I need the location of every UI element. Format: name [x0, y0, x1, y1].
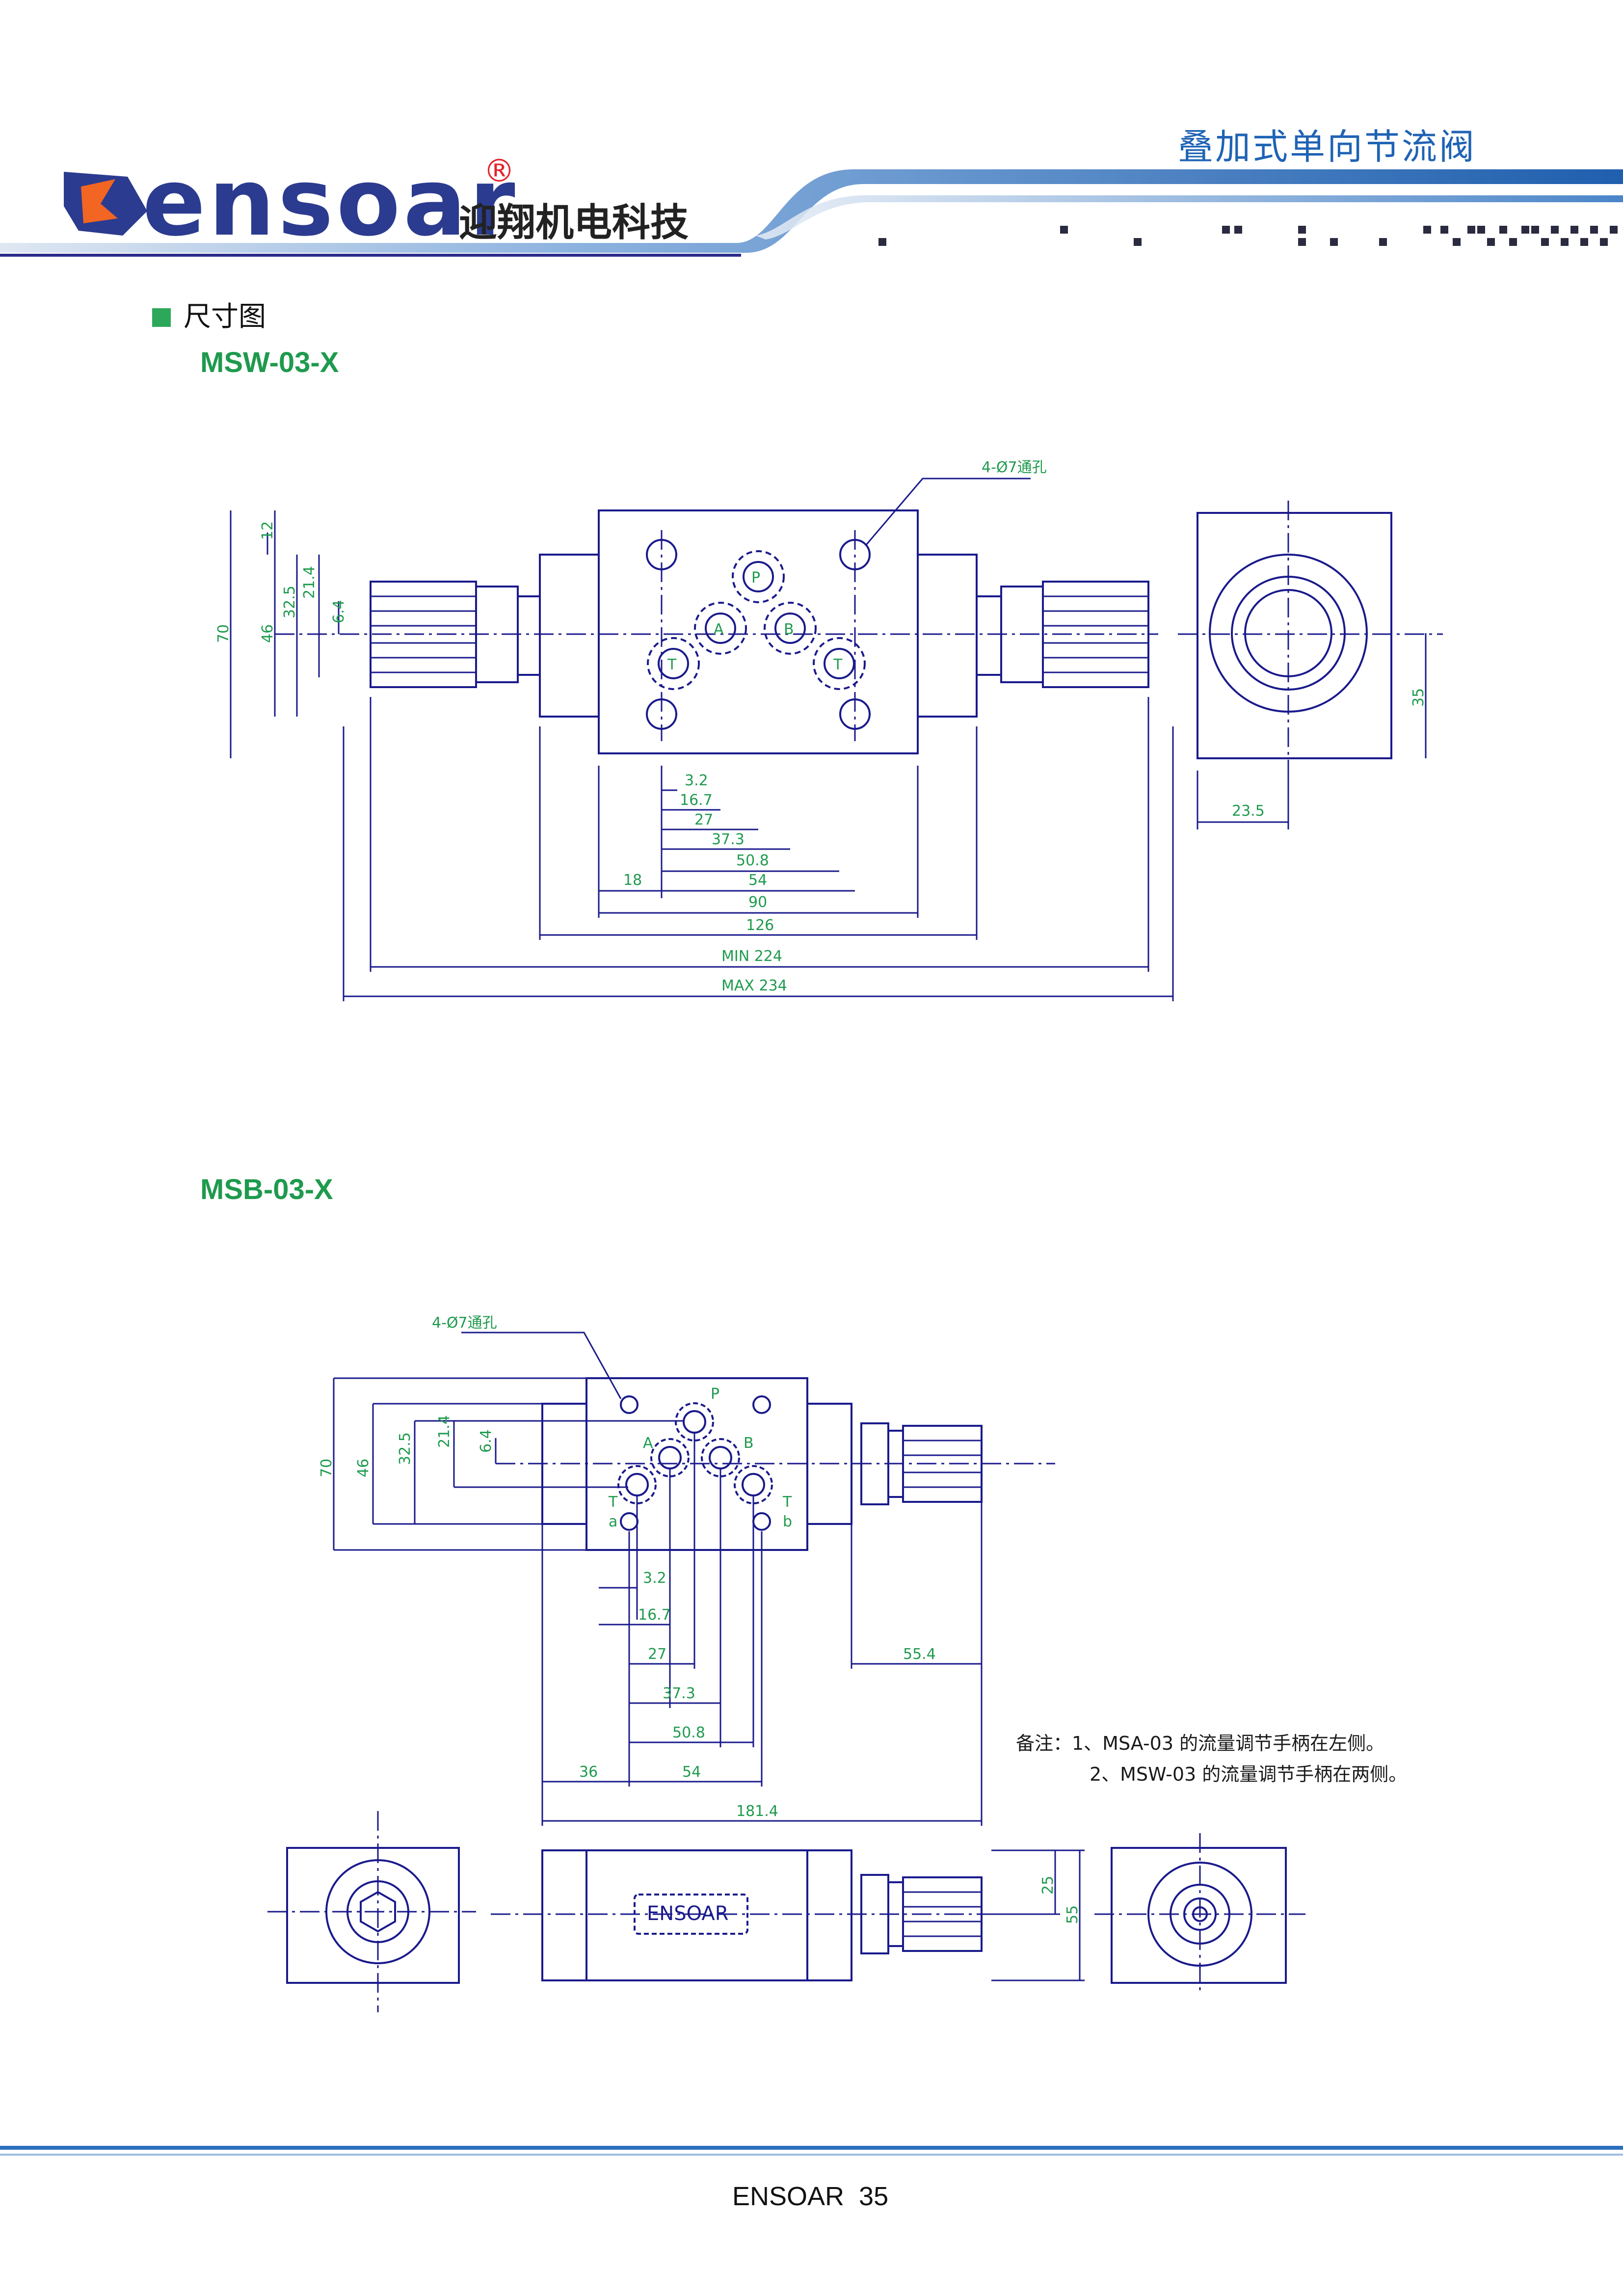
msw-dim-16-7: 16.7: [680, 792, 713, 809]
note-line-2: 2、MSW-03 的流量调节手柄在两侧。: [1090, 1763, 1407, 1785]
msb-dim-21-4: 21.4: [436, 1415, 453, 1448]
msb-dim-55: 55: [1064, 1905, 1081, 1924]
product-title: 叠加式单向节流阀: [1178, 128, 1477, 167]
msw-dim-35: 35: [1410, 688, 1427, 707]
msw-port-a: A: [714, 621, 724, 638]
msw-dim-18: 18: [623, 872, 642, 889]
msb-dim-37-3: 37.3: [663, 1685, 695, 1702]
msw-dim-3-2: 3.2: [685, 772, 708, 789]
msw-drawing: 4-Ø7通孔 P A B T T 3.2 16.7 27 37.3 50.8 5…: [215, 459, 1443, 1001]
msw-dim-70: 70: [215, 624, 232, 643]
footer-page-label: ENSOAR 35: [732, 2182, 889, 2211]
model-label-msb: MSB-03-X: [200, 1174, 333, 1205]
logo-icon: [64, 172, 147, 236]
msb-dim-181-4: 181.4: [736, 1803, 778, 1820]
msw-hole-note: 4-Ø7通孔: [982, 459, 1047, 476]
model-label-msw: MSW-03-X: [200, 347, 339, 378]
msb-port-b-lower: b: [783, 1513, 792, 1530]
msb-dim-32-5: 32.5: [397, 1432, 414, 1465]
msw-dim-27: 27: [694, 811, 713, 828]
msb-port-p: P: [711, 1386, 719, 1403]
msw-dim-54: 54: [748, 872, 767, 889]
msb-drawing: 4-Ø7通孔 P A B T a T b 3.2 16.7 27 37.3 50…: [267, 1314, 1407, 2012]
section-title-text: 尺寸图: [184, 301, 266, 332]
msw-dim-126: 126: [746, 917, 774, 934]
msb-dim-3-2: 3.2: [643, 1570, 666, 1587]
nameplate-text: ENSOAR: [647, 1902, 729, 1925]
msb-dim-46: 46: [355, 1459, 372, 1477]
msw-dim-37-3: 37.3: [712, 831, 745, 848]
msb-dim-70: 70: [318, 1459, 335, 1477]
msb-dim-36: 36: [579, 1763, 598, 1781]
msw-port-t-right: T: [833, 656, 843, 673]
msb-port-t-left: T: [608, 1494, 618, 1511]
msw-dim-90: 90: [748, 894, 767, 911]
msw-dim-23-5: 23.5: [1232, 802, 1265, 820]
msw-dim-min: MIN 224: [721, 948, 782, 965]
msw-port-p: P: [751, 569, 760, 587]
msw-dim-32-5: 32.5: [281, 586, 298, 618]
pixel-pattern: [878, 226, 1618, 246]
msb-dim-50-8: 50.8: [672, 1724, 705, 1741]
msw-dim-max: MAX 234: [721, 977, 787, 994]
msb-dim-6-4: 6.4: [478, 1429, 495, 1453]
msw-dim-21-4: 21.4: [301, 566, 318, 599]
msb-hole-note: 4-Ø7通孔: [432, 1314, 497, 1332]
msw-port-b: B: [784, 621, 794, 638]
msb-dim-16-7: 16.7: [638, 1606, 671, 1624]
msw-dim-12: 12: [259, 521, 276, 540]
registered-mark: ®: [483, 153, 515, 189]
msb-dim-54: 54: [682, 1763, 701, 1781]
msb-port-a: A: [643, 1435, 653, 1452]
msb-port-a-lower: a: [609, 1513, 617, 1530]
msw-port-t-left: T: [667, 656, 677, 673]
msw-dim-46: 46: [259, 624, 276, 643]
msb-dim-25: 25: [1039, 1876, 1057, 1895]
logo-wordmark: ensoar: [142, 148, 518, 257]
msw-dim-50-8: 50.8: [736, 852, 769, 869]
msb-dim-55-4: 55.4: [903, 1646, 936, 1663]
section-title: 尺寸图: [152, 294, 266, 334]
msw-dim-6-4: 6.4: [330, 600, 347, 623]
msb-port-t-right: T: [782, 1494, 792, 1511]
note-line-1: 备注：1、MSA-03 的流量调节手柄在左侧。: [1016, 1733, 1384, 1754]
header-banner: ensoar ® 迎翔机电科技: [0, 148, 1623, 257]
company-name: 迎翔机电科技: [459, 201, 689, 245]
msb-dim-27: 27: [648, 1646, 666, 1663]
footer-rule: [0, 2146, 1623, 2156]
bullet-square-icon: [152, 308, 171, 327]
msb-port-b: B: [744, 1435, 754, 1452]
